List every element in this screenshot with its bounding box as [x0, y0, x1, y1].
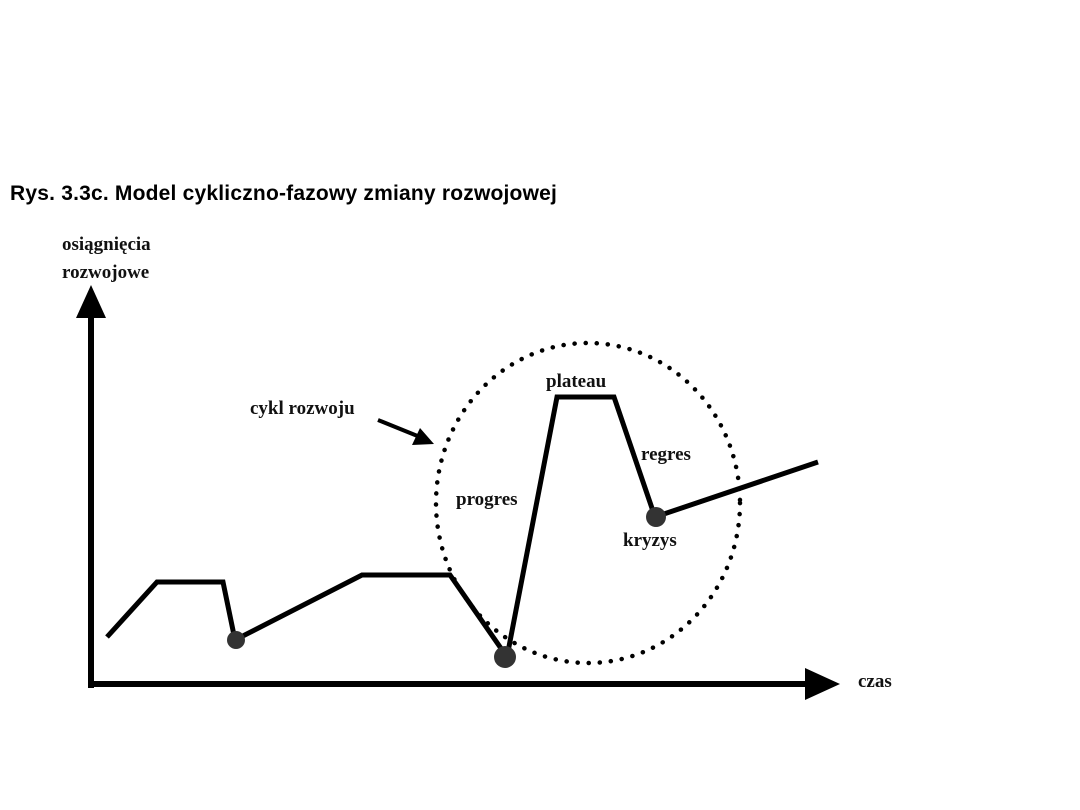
kryzys-label: kryzys — [623, 530, 677, 551]
cycle-label: cykl rozwoju — [250, 398, 355, 419]
y-axis-arrowhead — [76, 285, 106, 318]
regres-label: regres — [641, 444, 691, 465]
development-line — [105, 394, 819, 664]
cycle-pointer-arrow — [377, 418, 421, 439]
y-axis-label-line2: rozwojowe — [62, 262, 149, 283]
crisis-marker — [227, 631, 245, 649]
cycle-circle — [433, 340, 743, 666]
plateau-label: plateau — [546, 371, 607, 392]
y-axis-label-line1: osiągnięcia — [62, 234, 151, 255]
cycle-pointer-arrowhead — [412, 428, 434, 445]
figure-title: Rys. 3.3c. Model cykliczno-fazowy zmiany… — [10, 182, 558, 205]
x-axis-label: czas — [858, 671, 892, 692]
crisis-marker — [646, 507, 666, 527]
progres-label: progres — [456, 489, 518, 510]
x-axis-arrowhead — [805, 668, 840, 700]
crisis-marker — [494, 646, 516, 668]
